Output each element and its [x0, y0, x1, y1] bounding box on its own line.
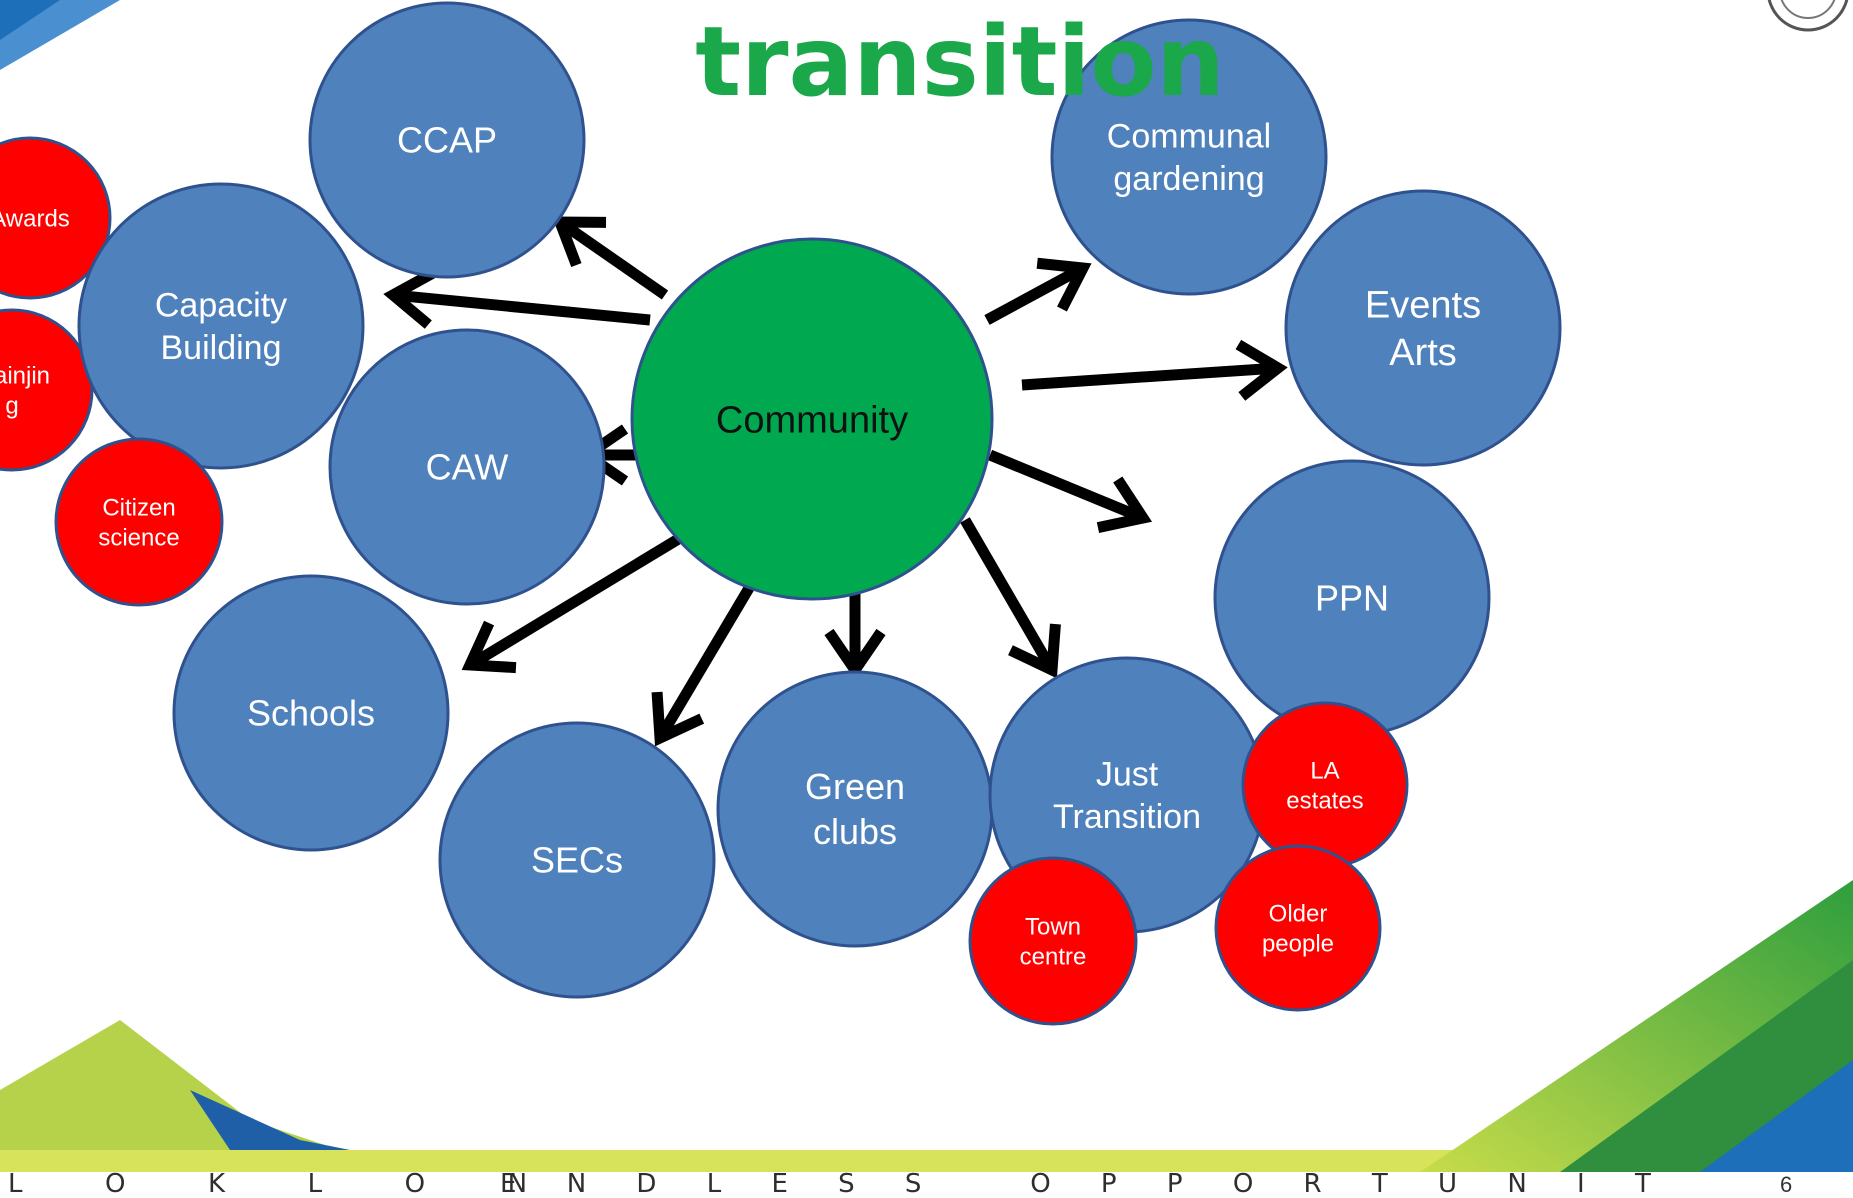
- node-ccap: CCAP: [308, 1, 586, 279]
- sub-node-la-estates-label: estates: [1286, 787, 1363, 814]
- sub-node-mainjin-shape: [0, 308, 94, 472]
- connector-arrow: [987, 449, 1153, 533]
- node-communal-gardening-label: gardening: [1113, 160, 1264, 198]
- node-events-arts-label: Events: [1365, 285, 1481, 327]
- node-events-arts-shape: [1284, 189, 1562, 467]
- sub-node-citizen-science: Citizen science: [54, 437, 224, 607]
- footer-brand: L O K L O N: [8, 1172, 550, 1193]
- node-communal-gardening-label: Communal: [1107, 118, 1271, 156]
- council-seal-logo: [1767, 0, 1849, 32]
- connector-arrow: [824, 592, 886, 680]
- node-secs-shape: [438, 721, 716, 999]
- connector-arrow: [984, 257, 1092, 325]
- node-capacity-building-label: Capacity: [155, 287, 287, 325]
- page-number: 6: [1780, 1172, 1793, 1197]
- hub-community-label: Community: [716, 399, 908, 441]
- sub-node-older-people-shape: [1214, 844, 1382, 1012]
- node-just-transition-label: Transition: [1053, 798, 1201, 836]
- node-caw-label: CAW: [426, 447, 509, 488]
- node-schools-label: Schools: [247, 693, 375, 734]
- node-secs: SECs: [438, 721, 716, 999]
- node-caw-shape: [328, 328, 606, 606]
- connector-arrow: [651, 575, 760, 747]
- footer-tagline: L O K L O N E N D L E S S O P P O R T U …: [0, 1172, 1853, 1193]
- sub-node-town-centre-label: Town: [1025, 913, 1081, 940]
- sub-node-la-estates-shape: [1241, 701, 1409, 869]
- node-just-transition-label: Just: [1096, 756, 1159, 794]
- node-green-clubs-label: Green: [805, 766, 905, 807]
- node-caw: CAW: [328, 328, 606, 606]
- background-decoration: [0, 0, 1853, 1172]
- connector-arrow: [552, 216, 669, 300]
- sub-node-la-estates: LA estates: [1241, 701, 1409, 869]
- sub-node-town-centre-shape: [968, 856, 1138, 1026]
- sub-node-older-people-label: people: [1262, 930, 1334, 957]
- sub-node-older-people-label: Older: [1269, 900, 1328, 927]
- sub-node-citizen-science-label: Citizen: [102, 494, 175, 521]
- sub-node-la-estates-label: LA: [1310, 757, 1339, 784]
- hub-community-shape: [630, 237, 994, 601]
- connector-arrow: [461, 530, 688, 674]
- sub-node-town-centre: Town centre: [968, 856, 1138, 1026]
- sub-node-citizen-science-shape: [54, 437, 224, 607]
- node-capacity-building-shape: [77, 182, 365, 470]
- node-ppn-label: PPN: [1315, 578, 1389, 619]
- node-ccap-label: CCAP: [397, 120, 497, 161]
- connector-arrow: [1021, 339, 1288, 401]
- sub-node-mainjin: Mainjin g: [0, 308, 94, 472]
- node-secs-label: SECs: [531, 840, 623, 881]
- connector-arrow: [960, 517, 1061, 679]
- node-communal-gardening-shape: [1050, 18, 1328, 296]
- node-schools-shape: [172, 574, 450, 852]
- arrows-layer: [383, 216, 1288, 747]
- sub-node-awards: Awards: [0, 136, 112, 300]
- sub-node-awards-shape: [0, 136, 112, 300]
- node-schools: Schools: [172, 574, 450, 852]
- sub-node-older-people: Older people: [1214, 844, 1382, 1012]
- hub-community: Community: [630, 237, 994, 601]
- node-communal-gardening: Communal gardening: [1050, 18, 1328, 296]
- node-green-clubs-label: clubs: [813, 811, 897, 852]
- node-capacity-building-label: Building: [161, 329, 282, 367]
- sub-node-citizen-science-label: science: [98, 524, 179, 551]
- slide-title: transition: [695, 6, 1225, 118]
- sub-node-mainjin-label: g: [5, 392, 18, 419]
- connector-arrow: [383, 267, 651, 329]
- node-ccap-shape: [308, 1, 586, 279]
- node-ppn: PPN: [1213, 459, 1491, 737]
- sub-node-mainjin-label: Mainjin: [0, 362, 50, 389]
- sub-node-town-centre-label: centre: [1020, 943, 1087, 970]
- node-green-clubs-shape: [716, 670, 994, 948]
- node-events-arts-label: Arts: [1389, 332, 1457, 374]
- sub-node-awards-label: Awards: [0, 205, 70, 232]
- footer-slogan: E N D L E S S O P P O R T U N I T: [500, 1172, 1672, 1193]
